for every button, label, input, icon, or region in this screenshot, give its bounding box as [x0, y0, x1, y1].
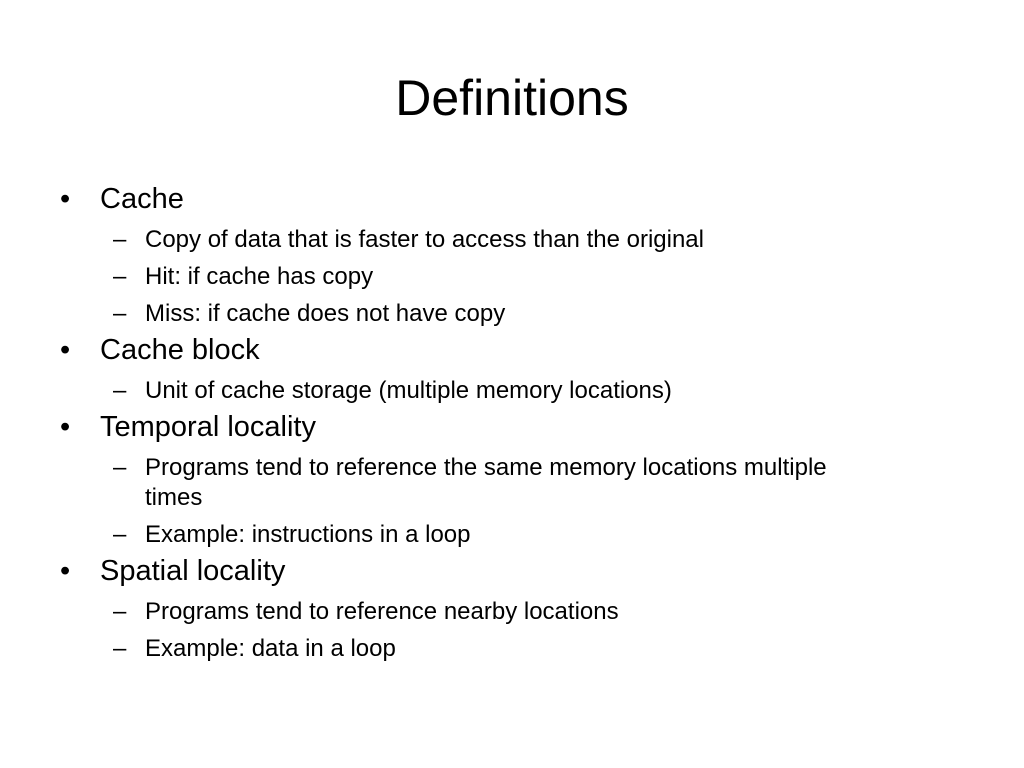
dash-icon: –: [113, 598, 127, 625]
sub-item: – Example: instructions in a loop: [60, 520, 880, 550]
bullet-text: Cache: [100, 183, 184, 215]
bullet-text: Spatial locality: [100, 555, 286, 587]
sub-item: – Unit of cache storage (multiple memory…: [60, 376, 880, 406]
dash-icon: –: [113, 226, 127, 253]
sub-item-text: Programs tend to reference the same memo…: [145, 454, 827, 511]
sub-item: – Programs tend to reference nearby loca…: [60, 597, 880, 627]
sub-item: – Copy of data that is faster to access …: [60, 225, 880, 255]
sub-item-text: Unit of cache storage (multiple memory l…: [145, 377, 672, 404]
dash-icon: –: [113, 635, 127, 662]
sub-item: – Example: data in a loop: [60, 634, 880, 664]
bullet-icon: •: [60, 411, 71, 443]
bullet-icon: •: [60, 334, 71, 366]
dash-icon: –: [113, 521, 127, 548]
bullet-item-spatial-locality: • Spatial locality – Programs tend to re…: [60, 552, 880, 664]
bullet-list: • Cache – Copy of data that is faster to…: [60, 178, 880, 664]
slide-title: Definitions: [395, 70, 629, 126]
bullet-text: Cache block: [100, 334, 260, 366]
sub-list: – Programs tend to reference nearby loca…: [100, 597, 880, 664]
sub-list: – Unit of cache storage (multiple memory…: [100, 376, 880, 406]
sub-list: – Programs tend to reference the same me…: [100, 453, 880, 550]
sub-item-text: Example: data in a loop: [145, 635, 396, 662]
bullet-text: Temporal locality: [100, 411, 316, 443]
sub-item-text: Programs tend to reference nearby locati…: [145, 598, 619, 625]
bullet-icon: •: [60, 555, 71, 587]
bullet-item-cache-block: • Cache block – Unit of cache storage (m…: [60, 331, 880, 406]
dash-icon: –: [113, 454, 127, 481]
dash-icon: –: [113, 300, 127, 327]
dash-icon: –: [113, 377, 127, 404]
bullet-item-cache: • Cache – Copy of data that is faster to…: [60, 180, 880, 329]
bullet-item-temporal-locality: • Temporal locality – Programs tend to r…: [60, 408, 880, 550]
sub-item: – Programs tend to reference the same me…: [60, 453, 880, 513]
sub-item-text: Hit: if cache has copy: [145, 263, 374, 290]
sub-item-text: Example: instructions in a loop: [145, 521, 471, 548]
bullet-icon: •: [60, 183, 71, 215]
sub-item: – Hit: if cache has copy: [60, 262, 880, 292]
sub-item: – Miss: if cache does not have copy: [60, 299, 880, 329]
sub-list: – Copy of data that is faster to access …: [100, 225, 880, 329]
sub-item-text: Copy of data that is faster to access th…: [145, 226, 704, 253]
sub-item-text: Miss: if cache does not have copy: [145, 300, 506, 327]
dash-icon: –: [113, 263, 127, 290]
